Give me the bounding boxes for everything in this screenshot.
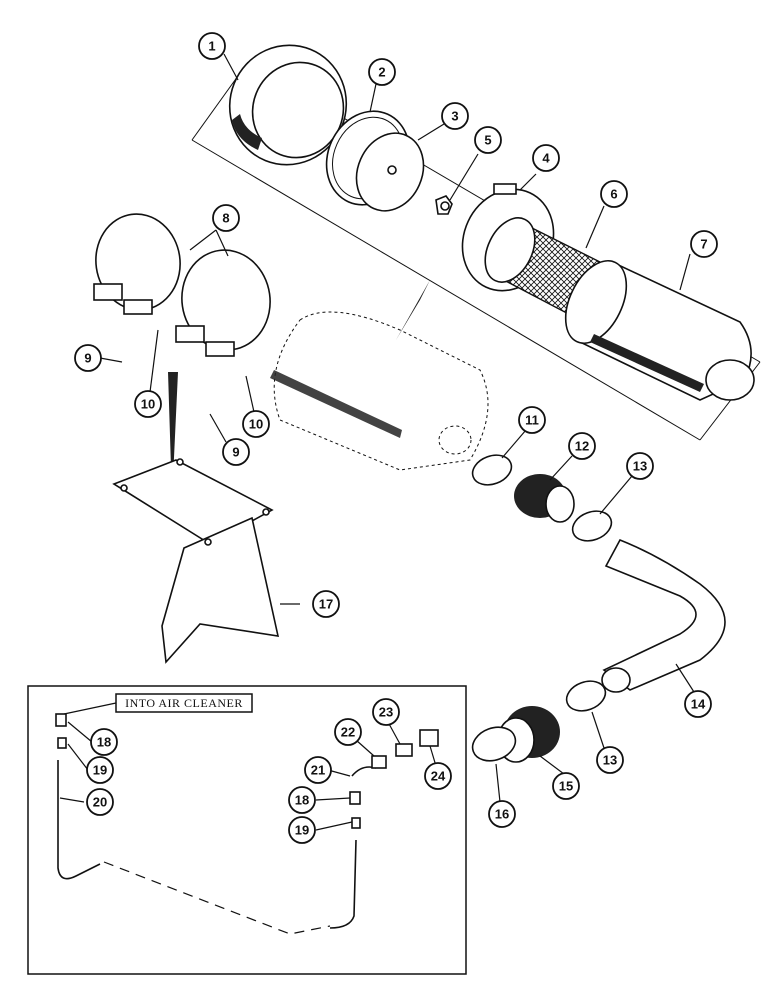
part-bracket: [112, 458, 280, 664]
part-cover: [228, 44, 348, 166]
callout-number: 9: [84, 351, 91, 366]
part-wing-nut: [435, 195, 453, 215]
part-mounting-bands: [93, 213, 271, 357]
callout-number: 11: [525, 413, 539, 428]
part-rubber-connector-upper: [514, 474, 575, 523]
callout-number: 10: [249, 417, 263, 432]
callout-3: 3: [441, 102, 469, 130]
callout-number: 1: [208, 39, 215, 54]
callout-number: 2: [378, 65, 385, 80]
callout-14: 14: [684, 690, 712, 718]
callout-19: 19: [86, 756, 114, 784]
callout-18: 18: [288, 786, 316, 814]
callout-number: 6: [610, 187, 617, 202]
callout-number: 4: [542, 151, 550, 166]
inset-detail: INTO AIR CLEANER: [27, 685, 467, 975]
callout-4: 4: [532, 144, 560, 172]
callout-number: 16: [495, 807, 509, 822]
part-hose-clamp-outer: [471, 726, 517, 762]
callout-6: 6: [600, 180, 628, 208]
callout-number: 24: [431, 769, 446, 784]
callout-number: 19: [93, 763, 107, 778]
part-hose-clamp-lower: [565, 680, 607, 712]
callout-21: 21: [304, 756, 332, 784]
callout-number: 23: [379, 705, 393, 720]
part-inner-plate: [355, 132, 425, 212]
callout-18: 18: [90, 728, 118, 756]
callout-number: 3: [451, 109, 458, 124]
callout-number: 21: [311, 763, 325, 778]
part-elbow-pipe: [601, 538, 726, 693]
callout-17: 17: [312, 590, 340, 618]
part-hose-clamp-mid: [571, 510, 613, 542]
callout-number: 7: [700, 237, 707, 252]
air-cleaner-outline: [270, 311, 489, 471]
callout-13: 13: [596, 746, 624, 774]
callout-number: 9: [232, 445, 239, 460]
callout-5: 5: [474, 126, 502, 154]
callout-number: 17: [319, 597, 333, 612]
callout-15: 15: [552, 772, 580, 800]
callout-number: 12: [575, 439, 589, 454]
callout-number: 19: [295, 823, 309, 838]
callout-9: 9: [74, 344, 102, 372]
callout-22: 22: [334, 718, 362, 746]
callout-16: 16: [488, 800, 516, 828]
callout-1: 1: [198, 32, 226, 60]
callout-20: 20: [86, 788, 114, 816]
callout-number: 14: [691, 697, 706, 712]
callout-number: 22: [341, 725, 355, 740]
callout-12: 12: [568, 432, 596, 460]
callout-number: 18: [97, 735, 111, 750]
inset-label: INTO AIR CLEANER: [125, 696, 243, 710]
callout-number: 13: [603, 753, 617, 768]
callout-number: 18: [295, 793, 309, 808]
explode-pointer: [168, 372, 178, 500]
callout-19: 19: [288, 816, 316, 844]
callout-number: 10: [141, 397, 155, 412]
leader-lines: [59, 53, 695, 831]
callout-number: 13: [633, 459, 647, 474]
callout-13: 13: [626, 452, 654, 480]
part-canister: [564, 260, 755, 401]
callout-number: 15: [559, 779, 573, 794]
callout-10: 10: [242, 410, 270, 438]
callout-number: 20: [93, 795, 107, 810]
callout-8: 8: [212, 204, 240, 232]
callout-number: 8: [222, 211, 229, 226]
callout-11: 11: [518, 406, 546, 434]
callout-7: 7: [690, 230, 718, 258]
callout-24: 24: [424, 762, 452, 790]
callout-2: 2: [368, 58, 396, 86]
callout-10: 10: [134, 390, 162, 418]
callout-23: 23: [372, 698, 400, 726]
callout-number: 5: [484, 133, 491, 148]
callout-9: 9: [222, 438, 250, 466]
part-hose-clamp-upper: [471, 454, 513, 486]
